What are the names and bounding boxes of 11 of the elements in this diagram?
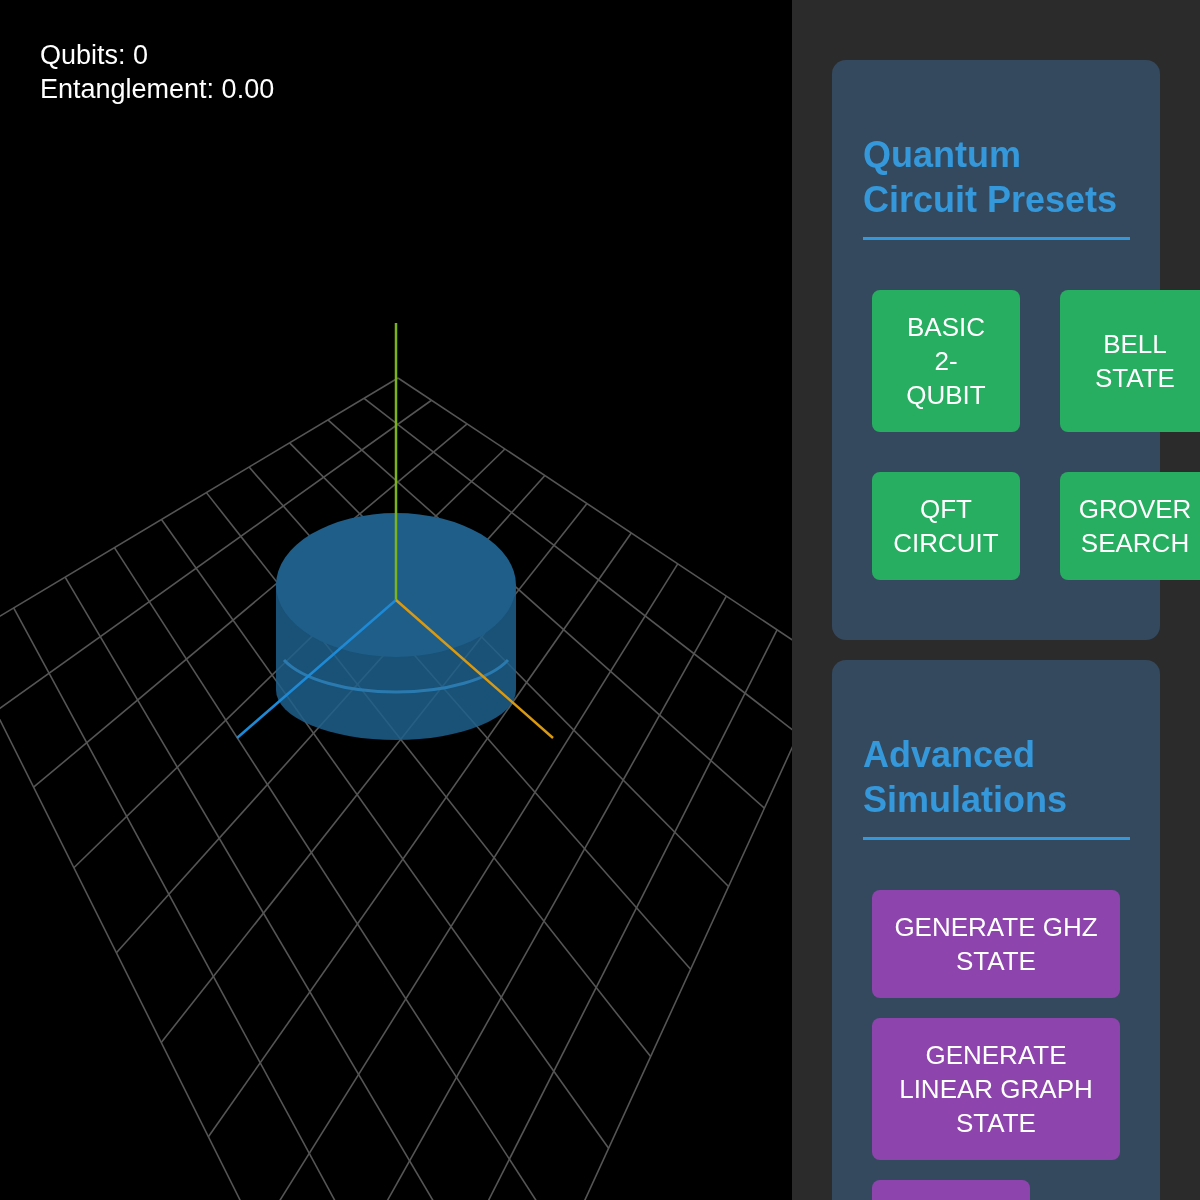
preset-button: GROVER SEARCH [1060,472,1200,580]
preset-button: QFT CIRCUIT [872,472,1020,580]
preset-button: BELL STATE [1060,290,1200,432]
preset-button: BASIC 2-QUBIT [872,290,1020,432]
panel-heading: Advanced Simulations [863,733,1069,822]
status-text: Qubits: 0 [40,39,149,72]
panel-heading: Quantum Circuit Presets [863,133,1119,222]
status-text: Entanglement: 0.00 [40,73,275,106]
preset-button: GENERATE LINEAR GRAPH STATE [872,1018,1120,1160]
sidebar-panel [832,660,1160,1200]
preset-button: GENERATE GHZ STATE [872,890,1120,998]
